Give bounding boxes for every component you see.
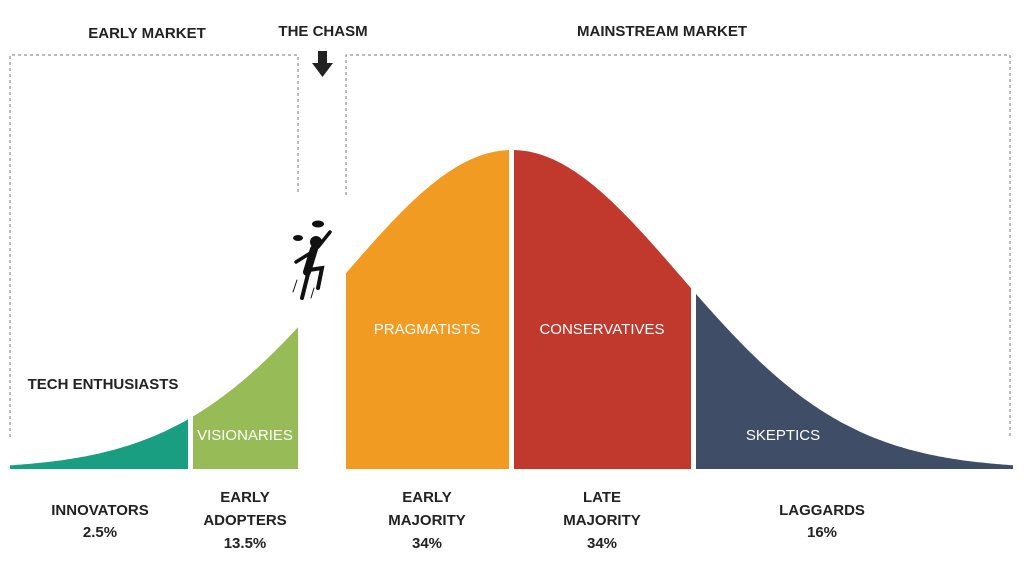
pragmatists-label: PRAGMATISTS — [374, 321, 480, 338]
early-majority-segment — [346, 150, 509, 469]
chasm-label: THE CHASM — [278, 23, 367, 40]
caption-percent: 16% — [807, 524, 837, 541]
caption-name: EARLY — [402, 489, 451, 506]
caption-percent: 2.5% — [83, 524, 117, 541]
conservatives-label: CONSERVATIVES — [539, 321, 664, 338]
caption-name: LAGGARDS — [779, 502, 865, 519]
innovators-caption: INNOVATORS 2.5% — [51, 502, 149, 541]
caption-name: LATE — [583, 489, 621, 506]
caption-percent: 13.5% — [224, 535, 267, 552]
innovators-segment — [10, 419, 188, 469]
tech-enthusiasts-label: TECH ENTHUSIASTS — [28, 376, 179, 393]
caption-name: ADOPTERS — [203, 512, 286, 529]
early-adopters-segment — [193, 327, 298, 469]
laggards-segment — [696, 293, 1013, 469]
caption-name: INNOVATORS — [51, 502, 149, 519]
early-majority-caption: EARLY MAJORITY 34% — [388, 489, 466, 552]
caption-percent: 34% — [412, 535, 442, 552]
curve-segments — [10, 150, 1013, 469]
early-adopters-caption: EARLY ADOPTERS 13.5% — [203, 489, 286, 552]
caption-name: EARLY — [220, 489, 269, 506]
caption-percent: 34% — [587, 535, 617, 552]
early-market-label: EARLY MARKET — [88, 25, 206, 42]
late-majority-segment — [514, 150, 691, 469]
visionaries-label: VISIONARIES — [197, 427, 293, 444]
caption-name: MAJORITY — [563, 512, 641, 529]
skeptics-label: SKEPTICS — [746, 427, 820, 444]
laggards-caption: LAGGARDS 16% — [779, 502, 865, 541]
late-majority-caption: LATE MAJORITY 34% — [563, 489, 641, 552]
caption-name: MAJORITY — [388, 512, 466, 529]
down-arrow-icon — [312, 51, 333, 77]
market-brackets — [9, 54, 1011, 437]
mainstream-market-label: MAINSTREAM MARKET — [577, 23, 747, 40]
early-market-bracket — [9, 54, 299, 437]
jumping-person-icon — [292, 220, 332, 300]
